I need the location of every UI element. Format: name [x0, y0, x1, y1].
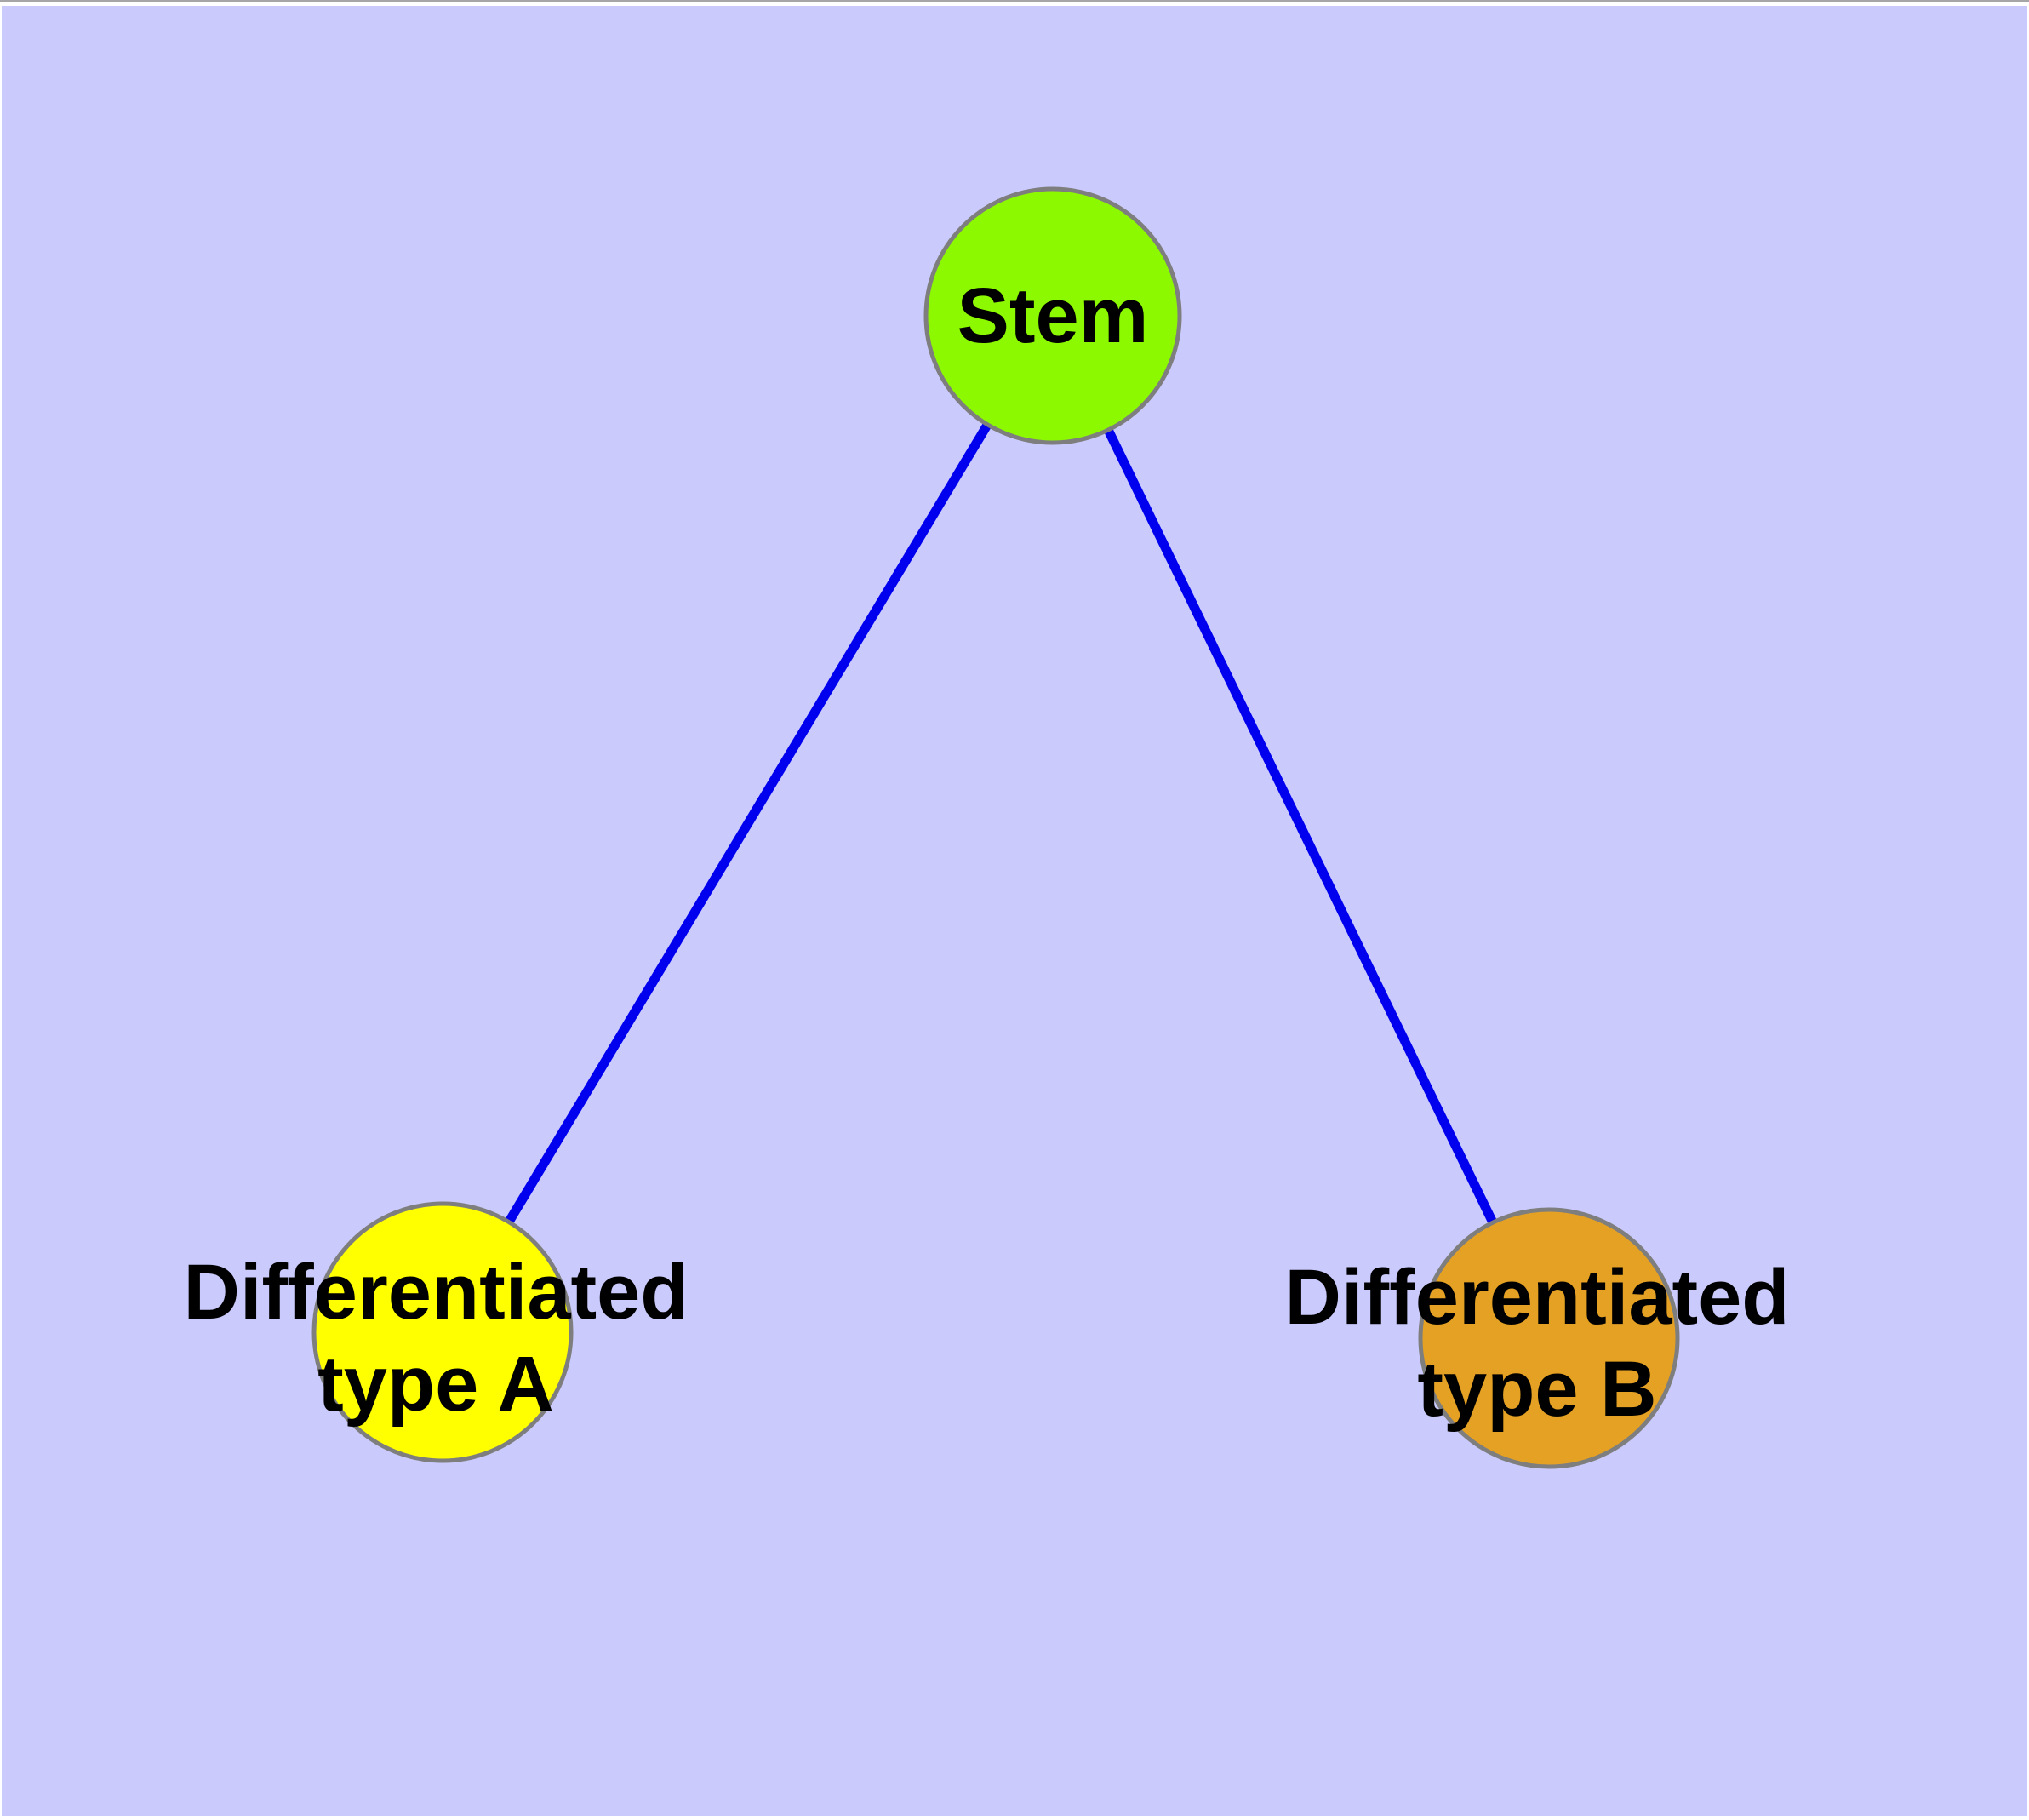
node-stem[interactable]	[923, 186, 1182, 445]
node-differentiated-type-b[interactable]	[1418, 1207, 1680, 1469]
edge-stem-to-type-b	[1049, 313, 1553, 1341]
window-top-border	[0, 0, 2029, 2]
edge-stem-to-type-a	[438, 313, 1057, 1335]
node-differentiated-type-a[interactable]	[311, 1201, 574, 1463]
